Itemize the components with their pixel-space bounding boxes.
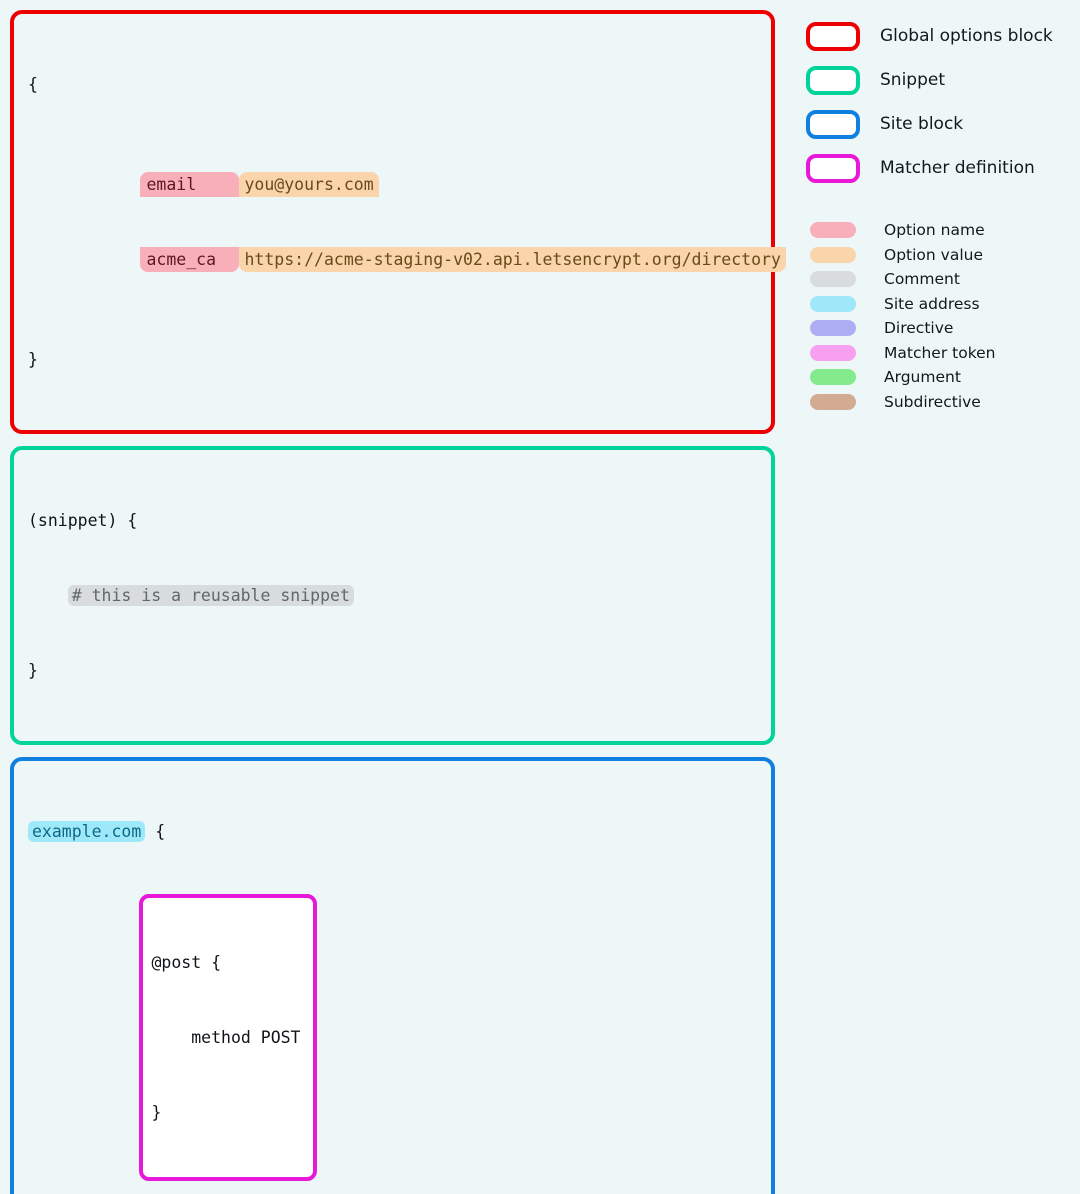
option-name-email: email xyxy=(140,172,240,197)
legend-item-option-name: Option name xyxy=(806,218,1076,243)
snippet-code: (snippet) { # this is a reusable snippet… xyxy=(28,458,757,733)
legend-label-site-block: Site block xyxy=(880,114,964,134)
legend-label-directive: Directive xyxy=(884,319,954,338)
color-swatch-subdirective-icon xyxy=(810,393,856,410)
legend-color-group: Option name Option value Comment Site ad… xyxy=(806,218,1076,414)
matcher-definition-box: @post { method POST } xyxy=(139,894,317,1181)
outline-swatch-red-icon xyxy=(806,21,860,51)
global-close-brace: } xyxy=(28,350,38,369)
legend: Global options block Snippet Site block … xyxy=(806,14,1076,414)
legend-label-subdirective: Subdirective xyxy=(884,392,981,411)
legend-item-snippet: Snippet xyxy=(806,58,1076,102)
snippet-block: (snippet) { # this is a reusable snippet… xyxy=(10,446,775,745)
option-value-acme-ca: https://acme-staging-v02.api.letsencrypt… xyxy=(239,247,786,272)
site-open-brace: { xyxy=(155,822,166,841)
color-swatch-option-value-icon xyxy=(810,246,856,263)
legend-outline-group: Global options block Snippet Site block … xyxy=(806,14,1076,190)
color-swatch-directive-icon xyxy=(810,320,856,337)
legend-label-comment: Comment xyxy=(884,270,960,289)
snippet-header: (snippet) { xyxy=(28,511,138,530)
legend-label-option-value: Option value xyxy=(884,245,983,264)
legend-label-argument: Argument xyxy=(884,368,961,387)
legend-item-matcher-definition: Matcher definition xyxy=(806,146,1076,190)
option-value-email: you@yours.com xyxy=(239,172,379,197)
matcher-def-line-1: @post { xyxy=(151,953,222,972)
legend-item-option-value: Option value xyxy=(806,243,1076,268)
global-open-brace: { xyxy=(28,75,38,94)
legend-label-option-name: Option name xyxy=(884,221,985,240)
legend-item-subdirective: Subdirective xyxy=(806,390,1076,415)
legend-item-site-address: Site address xyxy=(806,292,1076,317)
legend-item-argument: Argument xyxy=(806,365,1076,390)
site-block-example-com: example.com { @post { method POST } reve… xyxy=(10,757,775,1194)
legend-label-snippet: Snippet xyxy=(880,70,945,90)
color-swatch-argument-icon xyxy=(810,369,856,386)
snippet-comment-line: # this is a reusable snippet xyxy=(28,583,757,608)
legend-item-matcher-token: Matcher token xyxy=(806,341,1076,366)
legend-label-matcher-definition: Matcher definition xyxy=(880,158,1035,178)
legend-item-global-options-block: Global options block xyxy=(806,14,1076,58)
site-block-code: example.com { @post { method POST } reve… xyxy=(28,769,757,1194)
color-swatch-comment-icon xyxy=(810,271,856,288)
color-swatch-matcher-token-icon xyxy=(810,344,856,361)
legend-label-site-address: Site address xyxy=(884,294,980,313)
site-header-line: example.com { xyxy=(28,819,757,844)
color-swatch-site-address-icon xyxy=(810,295,856,312)
snippet-close-brace: } xyxy=(28,661,38,680)
matcher-def-line-2: method POST xyxy=(151,1028,301,1047)
outline-swatch-magenta-icon xyxy=(806,153,860,183)
site-address-token: example.com xyxy=(28,821,146,842)
matcher-def-line-3: } xyxy=(151,1103,162,1122)
legend-item-site-block: Site block xyxy=(806,102,1076,146)
comment-token: # this is a reusable snippet xyxy=(67,585,354,606)
legend-item-directive: Directive xyxy=(806,316,1076,341)
outline-swatch-blue-icon xyxy=(806,109,860,139)
option-name-acme-ca: acme_ca xyxy=(140,247,240,272)
legend-label-matcher-token: Matcher token xyxy=(884,343,996,362)
legend-label-global-options-block: Global options block xyxy=(880,26,1053,46)
legend-item-comment: Comment xyxy=(806,267,1076,292)
outline-swatch-green-icon xyxy=(806,65,860,95)
color-swatch-option-name-icon xyxy=(810,222,856,239)
